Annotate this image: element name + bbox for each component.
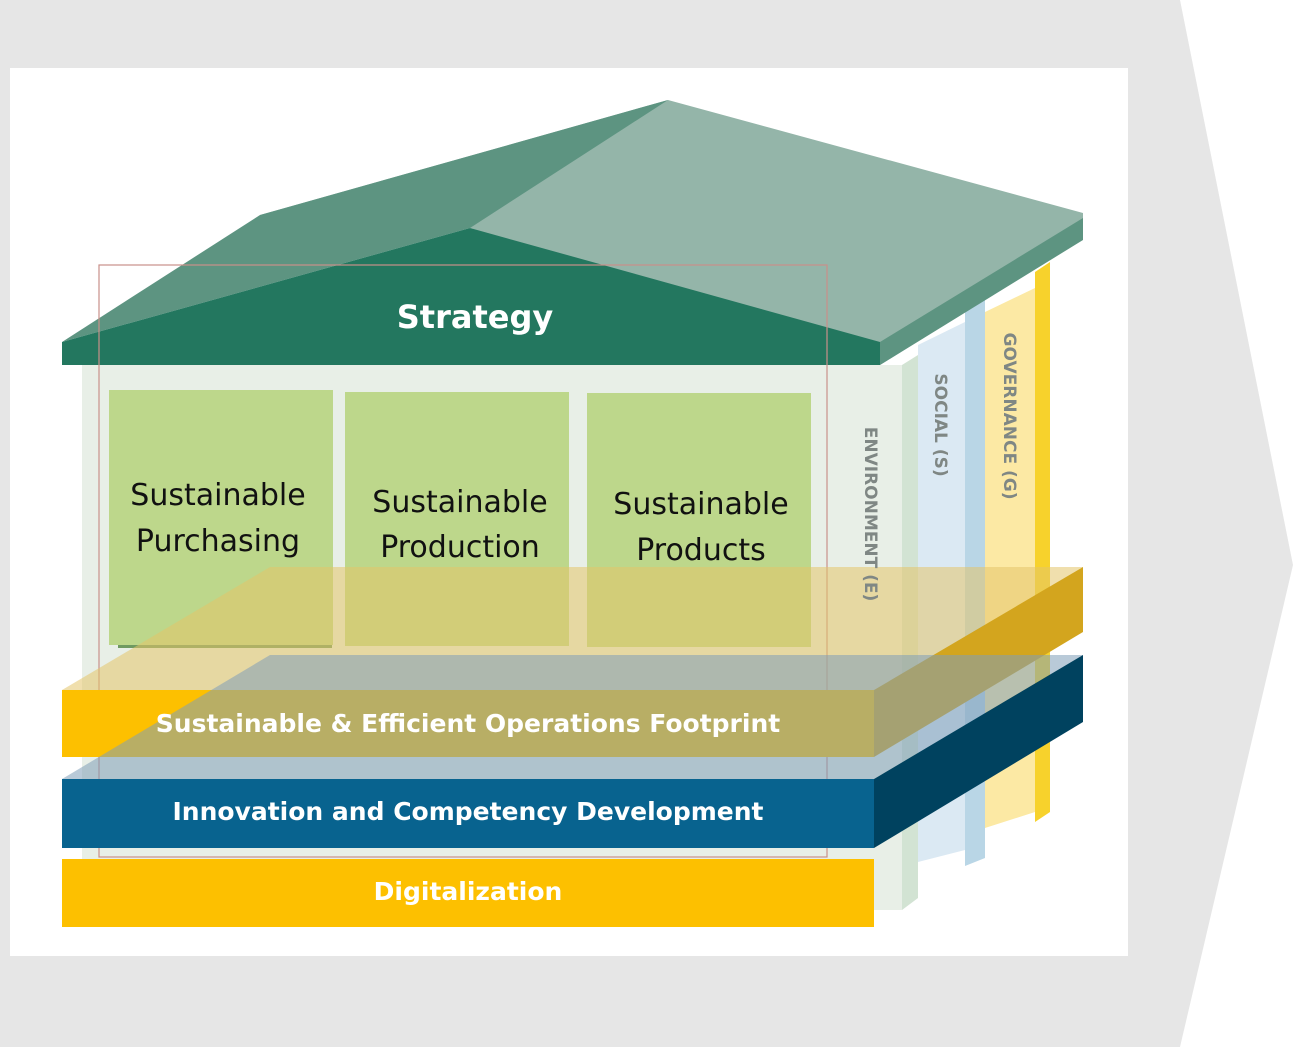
- innovation-band-side: [874, 655, 1083, 848]
- outline-frame: [98, 264, 828, 858]
- operations-label: Sustainable & Efficient Operations Footp…: [156, 709, 780, 738]
- governance-label: GOVERNANCE (G): [999, 333, 1019, 500]
- strategy-label: Strategy: [397, 298, 554, 336]
- pillar-purchasing-line1: Sustainable: [130, 478, 305, 513]
- innovation-label: Innovation and Competency Development: [172, 797, 763, 826]
- pillar-purchasing-line2: Purchasing: [136, 524, 300, 559]
- pillar-production-line1: Sustainable: [372, 485, 547, 520]
- pillar-products-line2: Products: [636, 533, 766, 568]
- pillar-production-line2: Production: [380, 530, 540, 565]
- innovation-band-top: [62, 655, 1083, 779]
- digitalization-label: Digitalization: [374, 877, 563, 906]
- pillar-products-line1: Sustainable: [613, 487, 788, 522]
- social-label: SOCIAL (S): [930, 373, 950, 476]
- roof-front: [62, 228, 880, 365]
- roof-right-side: [880, 218, 1083, 365]
- roof-left-mid: [62, 100, 668, 342]
- environment-label: ENVIRONMENT (E): [860, 427, 880, 602]
- innovation-band: [62, 779, 874, 848]
- digitalization-band: [62, 859, 874, 927]
